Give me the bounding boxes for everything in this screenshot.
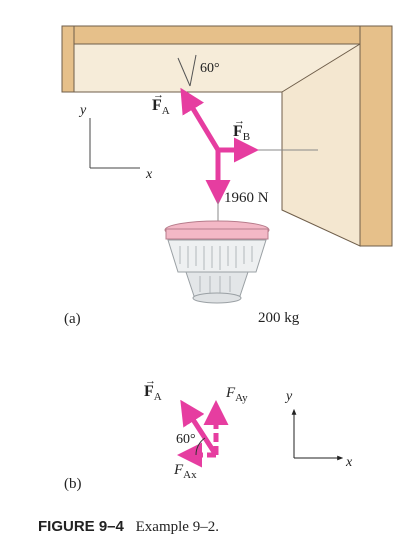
angle-reference-line-2 [189,54,197,87]
chandelier-bottom [192,292,242,304]
force-a-vector-mark-b: → [145,375,156,387]
force-b-label: FB [233,123,250,143]
chandelier-band [165,228,269,240]
force-ax-label: FAx [173,462,197,481]
force-a-resultant-arrow [180,399,219,457]
ceiling-and-wall [61,25,393,247]
chandelier-drops [179,246,253,294]
axis-a-y-label: y [78,103,87,118]
axis-a-x-label: x [145,167,153,182]
angle-reference-line [177,57,191,87]
part-b-label: (b) [64,476,82,492]
right-wall-face [281,43,361,247]
force-a-arrow [180,87,221,152]
right-wall [359,25,393,247]
angle-label-a: 60° [200,61,220,76]
axis-b-x-label: x [345,455,353,470]
angle-label-b: 60° [176,432,196,447]
chandelier [164,220,270,304]
mass-label: 200 kg [258,310,300,326]
weight-label: 1960 N [224,190,269,206]
figure-number: FIGURE 9–4 [38,518,125,535]
chandelier-crystals-upper [167,239,267,273]
ceiling-left-return [61,25,75,93]
force-ay-label: FAy [225,385,248,404]
force-a-label: FA [152,97,170,117]
axis-b-y-label: y [284,389,293,404]
figure-caption: FIGURE 9–4 Example 9–2. [38,518,219,535]
force-a-label-b: FA [144,383,162,403]
chandelier-crystals-lower [185,271,249,297]
angle-arc-b [195,437,206,456]
force-b-vector-mark: → [234,115,245,127]
force-a-vector-mark: → [153,89,164,101]
ceiling-top-edge [61,25,393,45]
figure-title: Example 9–2. [136,519,219,535]
part-a-label: (a) [64,311,81,327]
